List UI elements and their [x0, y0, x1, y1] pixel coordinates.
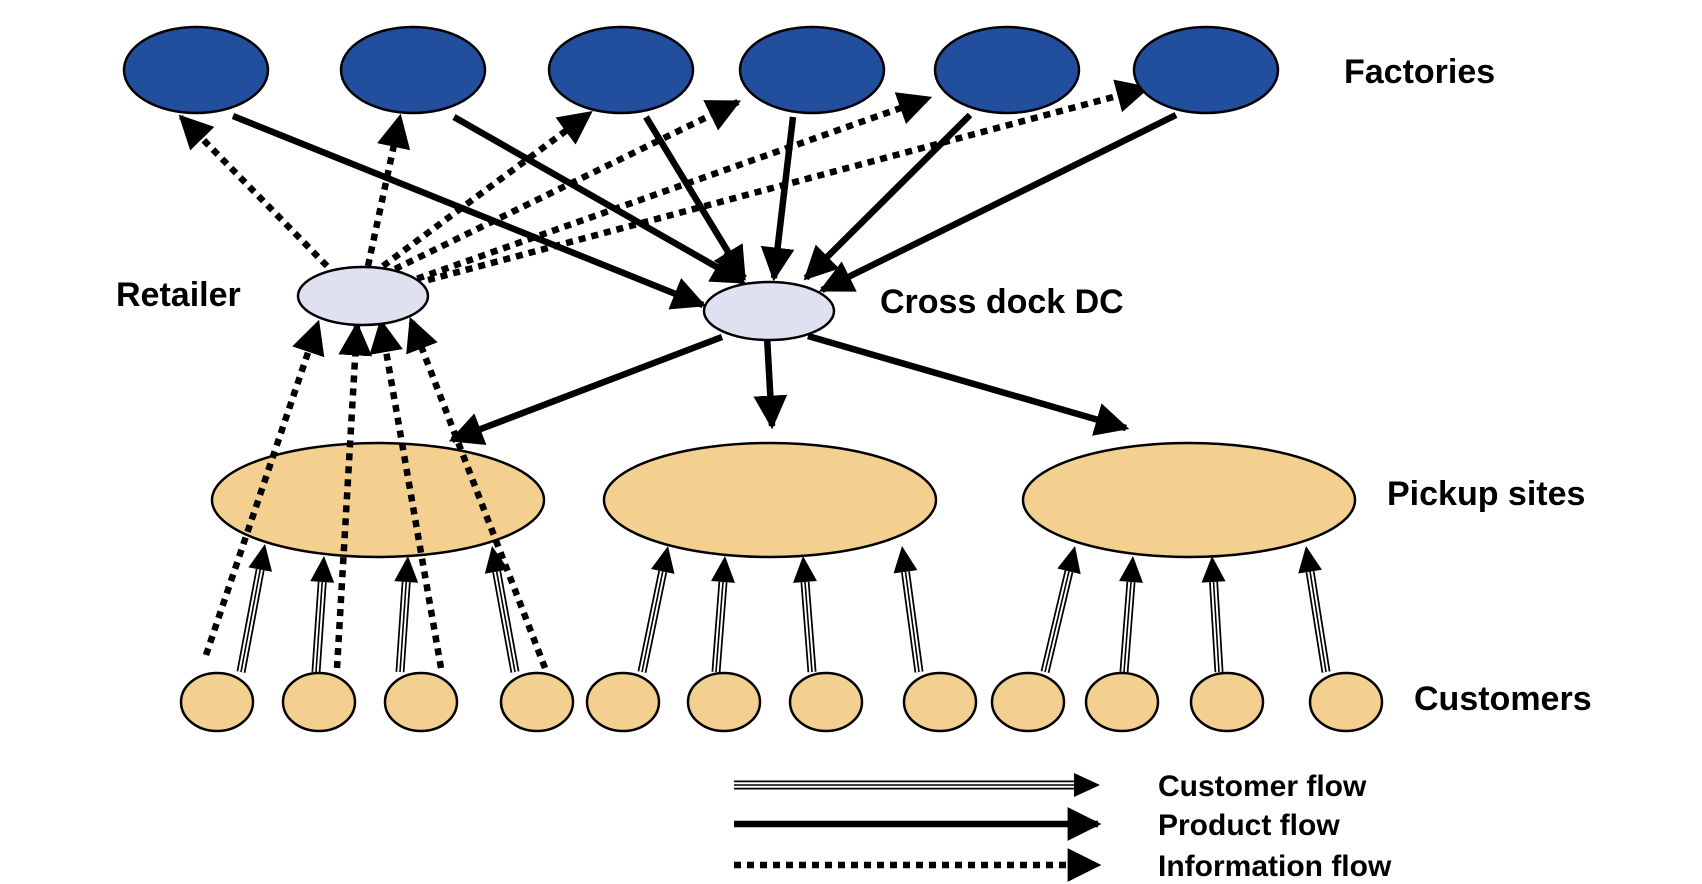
- customer-flow-arrowhead: [650, 546, 675, 574]
- legend-item-product: Product flow: [734, 807, 1340, 842]
- customer-flow-shaft-center: [1044, 571, 1070, 673]
- customer-flow-arrowhead: [394, 556, 419, 583]
- customer-flow-edge: [310, 556, 335, 673]
- customer-flow-shaft-center: [715, 581, 724, 673]
- customer-flow-edge: [236, 544, 273, 673]
- customer-flow-shaft-center: [1212, 581, 1220, 673]
- product-flow-edge: [753, 335, 788, 430]
- customer-flow-edge: [484, 546, 520, 673]
- legend-item-customer: Customer flow: [734, 770, 1367, 803]
- factory-node: [122, 25, 270, 115]
- customer-node: [179, 671, 255, 733]
- customer-flow-edge: [1201, 556, 1226, 673]
- information-flow-edge: [406, 316, 549, 670]
- information-flow-edge: [178, 114, 330, 269]
- factory-node: [1132, 25, 1280, 115]
- customer-flow-arrowhead: [1119, 556, 1143, 583]
- customer-flow-edge: [1298, 546, 1331, 673]
- factory-node: [933, 25, 1081, 115]
- customers-label: Customers: [1414, 680, 1592, 718]
- customer-flow-shaft-center: [1309, 571, 1327, 673]
- customer-flow-shaft-center: [495, 571, 516, 673]
- customer-flow-edge: [1119, 556, 1143, 673]
- customer-flow-arrowhead: [1298, 546, 1322, 574]
- customer-flow-arrowhead: [711, 556, 735, 583]
- pickup-sites-group: [210, 441, 1357, 559]
- retailer-node: [296, 265, 430, 327]
- pickup-sites-label: Pickup sites: [1387, 475, 1585, 513]
- factory-node: [339, 25, 487, 115]
- cross-dock-label: Cross dock DC: [880, 283, 1124, 321]
- factories-label: Factories: [1344, 53, 1495, 91]
- cross-dock-node: [702, 280, 836, 342]
- edges-layer: [178, 79, 1331, 674]
- information-flow-edge: [364, 113, 411, 267]
- product-flow-edge: [452, 114, 746, 285]
- customer-node: [990, 671, 1066, 733]
- customer-flow-edge: [711, 556, 735, 673]
- legend-item-information: Information flow: [734, 848, 1392, 883]
- customer-node: [1084, 671, 1160, 733]
- pickup-site-node: [602, 441, 938, 559]
- customer-flow-arrowhead: [893, 546, 918, 574]
- factory-node: [738, 25, 886, 115]
- customer-node: [686, 671, 762, 733]
- customer-node: [585, 671, 661, 733]
- information-flow-edge: [403, 92, 933, 287]
- customer-flow-arrowhead: [310, 556, 335, 583]
- information-flow-edge: [202, 319, 325, 657]
- customer-flow-arrowhead: [1201, 556, 1226, 583]
- information-flow-edge: [369, 318, 445, 669]
- customer-node: [902, 671, 978, 733]
- pickup-site-node: [1021, 441, 1357, 559]
- customer-node: [383, 671, 459, 733]
- customer-flow-arrowhead: [248, 544, 273, 572]
- product-flow-edge: [803, 112, 973, 281]
- legend-label: Information flow: [1158, 850, 1392, 883]
- product-flow-edge: [448, 333, 724, 445]
- product-flow-edge: [643, 115, 747, 281]
- information-flow-edge: [333, 321, 373, 669]
- customer-flow-arrowhead: [793, 556, 817, 583]
- customer-node: [788, 671, 864, 733]
- customer-flow-shaft-center: [240, 569, 261, 673]
- retailer-label: Retailer: [116, 276, 241, 314]
- customer-flow-shaft-center: [641, 571, 664, 673]
- nodes-layer: [122, 25, 1384, 733]
- product-flow-edge: [818, 112, 1178, 293]
- labels-layer: Factories Retailer Cross dock DC Pickup …: [116, 53, 1592, 718]
- pickup-site-node: [210, 441, 546, 559]
- customer-flow-edge: [893, 546, 924, 673]
- factory-node: [547, 25, 695, 115]
- customer-node: [281, 671, 357, 733]
- customer-flow-edge: [394, 556, 419, 673]
- customer-flow-shaft-center: [904, 571, 920, 673]
- legend-label: Product flow: [1158, 809, 1340, 842]
- product-flow-edge: [760, 116, 797, 282]
- information-flow-edge: [393, 99, 742, 272]
- customer-node: [499, 671, 575, 733]
- customer-flow-edge: [637, 546, 675, 673]
- customer-flow-arrowhead: [484, 546, 509, 574]
- customer-flow-shaft-center: [315, 581, 324, 673]
- customer-flow-shaft-center: [399, 581, 408, 673]
- product-flow-edge: [231, 112, 707, 310]
- customer-node: [1308, 671, 1384, 733]
- customer-flow-arrowhead: [1057, 546, 1081, 575]
- product-flow-edge: [807, 332, 1130, 436]
- information-flow-edge: [381, 110, 593, 269]
- legend-label: Customer flow: [1158, 770, 1367, 803]
- legend-customer-flow-swatch: [734, 773, 1100, 797]
- customer-node: [1189, 671, 1265, 733]
- nodes-group: [122, 25, 1384, 733]
- customer-flow-edge: [1040, 546, 1081, 674]
- customer-flow-shaft-center: [804, 581, 813, 673]
- customer-flow-arrowhead: [1074, 773, 1100, 797]
- customer-flow-edge: [793, 556, 817, 673]
- customer-flow-shaft-center: [1123, 581, 1132, 673]
